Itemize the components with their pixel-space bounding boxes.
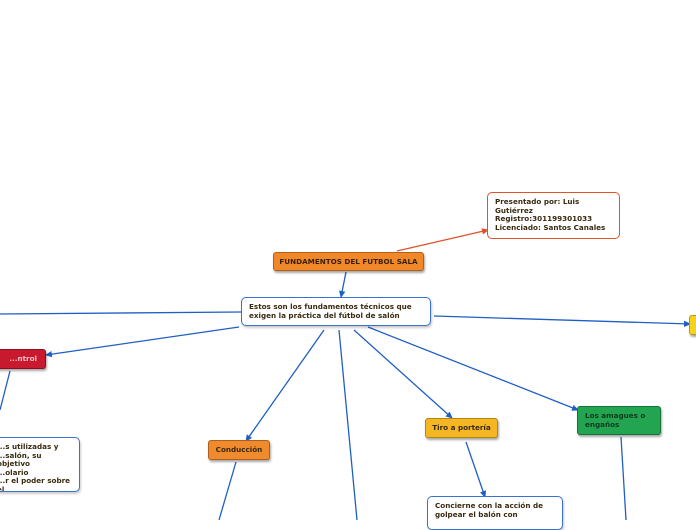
control-description-line: ...olario	[0, 467, 29, 477]
description-line: exigen la práctica del fútbol de salón	[249, 310, 400, 320]
description-box[interactable]: Estos son los fundamentos técnicos que e…	[241, 297, 431, 326]
control-description-line: ...s utilizadas y	[0, 442, 59, 451]
tiro-description-box[interactable]: Concierne con la acción de golpear el ba…	[427, 496, 563, 530]
connector-description-amagues	[367, 326, 579, 411]
tiro-description-line: Concierne con la acción de	[435, 501, 544, 510]
author-line: Registro:301199301033	[495, 214, 593, 224]
control-description-line: ...salón, su objetivo	[0, 450, 42, 469]
connector-description-control	[45, 326, 240, 358]
offscreen-yellow-topic[interactable]	[689, 315, 696, 335]
connector-description-tiro	[353, 329, 453, 419]
connector-amagues-down	[620, 436, 627, 520]
root-topic-label: FUNDAMENTOS DEL FUTBOL SALA	[279, 257, 418, 266]
connector-description-conduccion	[245, 329, 325, 442]
tiro-description-line: golpear el balón con	[435, 509, 518, 519]
connector-description-down-offscreen	[338, 329, 358, 520]
tiro-topic-label: Tiro a portería	[432, 423, 491, 432]
tiro-topic[interactable]: Tiro a portería	[425, 418, 498, 438]
control-description-line: ...r el poder sobre el	[0, 476, 71, 492]
connector-tiro-text	[465, 441, 487, 498]
connector-description-right-offscreen	[433, 315, 691, 328]
conduccion-topic[interactable]: Conducción	[208, 440, 270, 460]
description-line: Estos son los fundamentos técnicos que	[249, 302, 412, 311]
author-line: Gutiérrez	[495, 205, 533, 215]
connector-control-text	[0, 370, 11, 411]
connector-conduccion-down	[218, 461, 237, 520]
control-description-box[interactable]: ...s utilizadas y ...salón, su objetivo …	[0, 437, 80, 492]
root-topic[interactable]: FUNDAMENTOS DEL FUTBOL SALA	[273, 252, 424, 271]
control-topic[interactable]: ...ntrol	[0, 349, 46, 369]
connector-root-author	[396, 228, 489, 252]
connector-description-left-offscreen	[0, 311, 242, 315]
author-info-box[interactable]: Presentado por: Luis Gutiérrez Registro:…	[487, 192, 620, 239]
conduccion-topic-label: Conducción	[215, 445, 263, 454]
author-line: Presentado por: Luis	[495, 197, 580, 206]
connector-root-description	[339, 271, 347, 298]
amagues-topic-label: Los amagues o engaños	[585, 411, 646, 429]
author-line: Licenciado: Santos Canales	[495, 222, 606, 232]
control-topic-label: ...ntrol	[9, 354, 37, 363]
amagues-topic[interactable]: Los amagues o engaños	[577, 406, 661, 435]
